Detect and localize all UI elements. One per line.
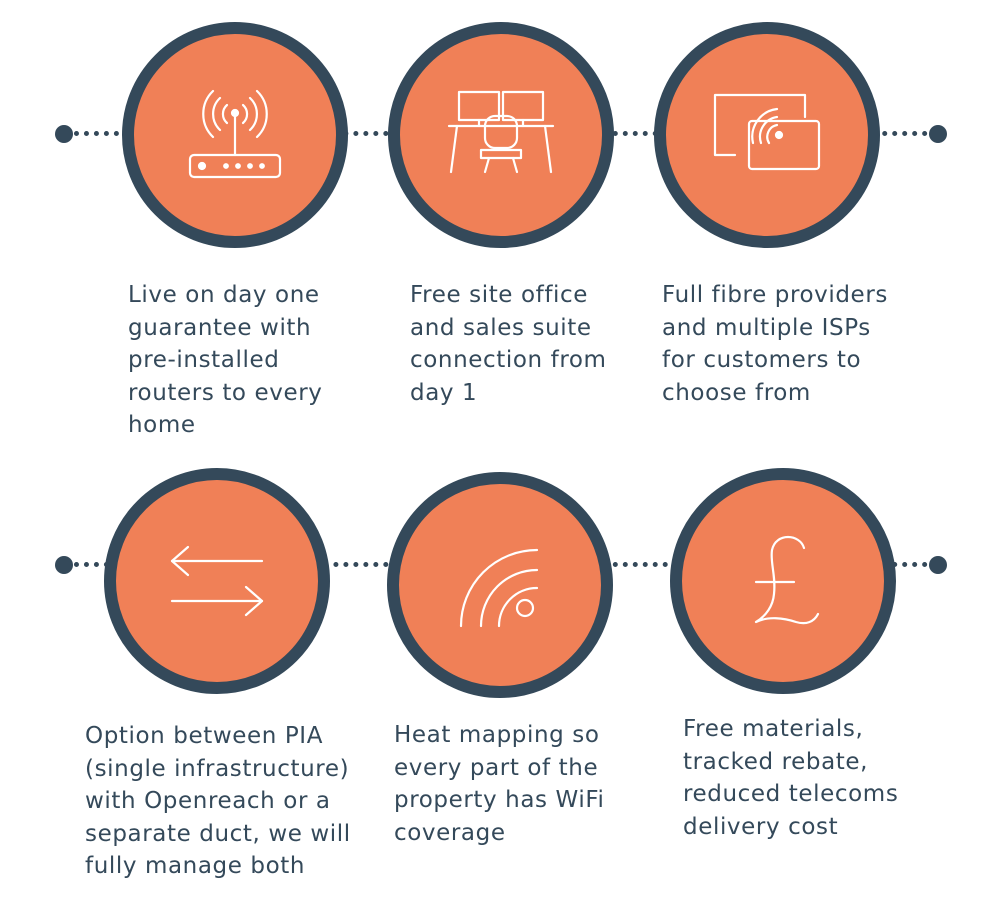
- screen-cast-icon: [707, 85, 827, 185]
- caption-line: connection from: [410, 347, 607, 373]
- caption-line: and multiple ISPs: [662, 314, 871, 341]
- caption-line: Free materials,: [683, 716, 864, 742]
- feature-caption: Free materials, tracked rebate, reduced …: [683, 713, 898, 843]
- caption-line: (single infrastructure): [85, 755, 350, 782]
- caption-line: tracked rebate,: [683, 748, 869, 775]
- caption-line: Full fibre providers: [662, 282, 888, 308]
- office-desk-icon: [441, 80, 561, 190]
- caption-line: separate duct, we will: [85, 820, 351, 847]
- feature-caption: Live on day one guarantee with pre-insta…: [128, 279, 323, 442]
- pound-sign-icon: [738, 526, 828, 636]
- feature-caption: Option between PIA (single infrastructur…: [85, 720, 351, 883]
- caption-line: reduced telecoms: [683, 781, 899, 807]
- feature-caption: Free site office and sales suite connect…: [410, 279, 607, 409]
- feature-circle-fibre: [654, 22, 880, 248]
- caption-line: guarantee with: [128, 314, 312, 341]
- feature-circle-office: [388, 22, 614, 248]
- caption-line: with Openreach or a: [85, 788, 331, 814]
- caption-line: home: [128, 412, 196, 438]
- caption-line: coverage: [394, 819, 506, 846]
- feature-caption: Heat mapping so every part of the proper…: [394, 719, 605, 849]
- two-way-arrows-icon: [162, 541, 272, 621]
- caption-line: routers to every: [128, 379, 323, 406]
- caption-line: every part of the: [394, 754, 599, 781]
- connector-start-dot: [55, 556, 73, 574]
- wifi-signal-icon: [445, 530, 555, 640]
- connector-end-dot: [929, 556, 947, 574]
- feature-circle-pia: [104, 468, 330, 694]
- caption-line: and sales suite: [410, 314, 592, 341]
- caption-line: Live on day one: [128, 282, 320, 308]
- caption-line: pre-installed: [128, 347, 280, 373]
- wifi-router-icon: [180, 80, 290, 190]
- caption-line: for customers to: [662, 347, 862, 373]
- feature-caption: Full fibre providers and multiple ISPs f…: [662, 279, 888, 409]
- caption-line: property has WiFi: [394, 787, 605, 813]
- caption-line: Option between PIA: [85, 723, 324, 749]
- caption-line: Heat mapping so: [394, 722, 600, 748]
- feature-circle-materials: [670, 468, 896, 694]
- feature-circle-router: [122, 22, 348, 248]
- connector-end-dot: [929, 125, 947, 143]
- feature-circle-heatmap: [387, 472, 613, 698]
- caption-line: delivery cost: [683, 813, 839, 840]
- caption-line: fully manage both: [85, 853, 306, 879]
- caption-line: choose from: [662, 379, 811, 406]
- caption-line: day 1: [410, 379, 478, 406]
- caption-line: Free site office: [410, 282, 589, 308]
- connector-start-dot: [55, 125, 73, 143]
